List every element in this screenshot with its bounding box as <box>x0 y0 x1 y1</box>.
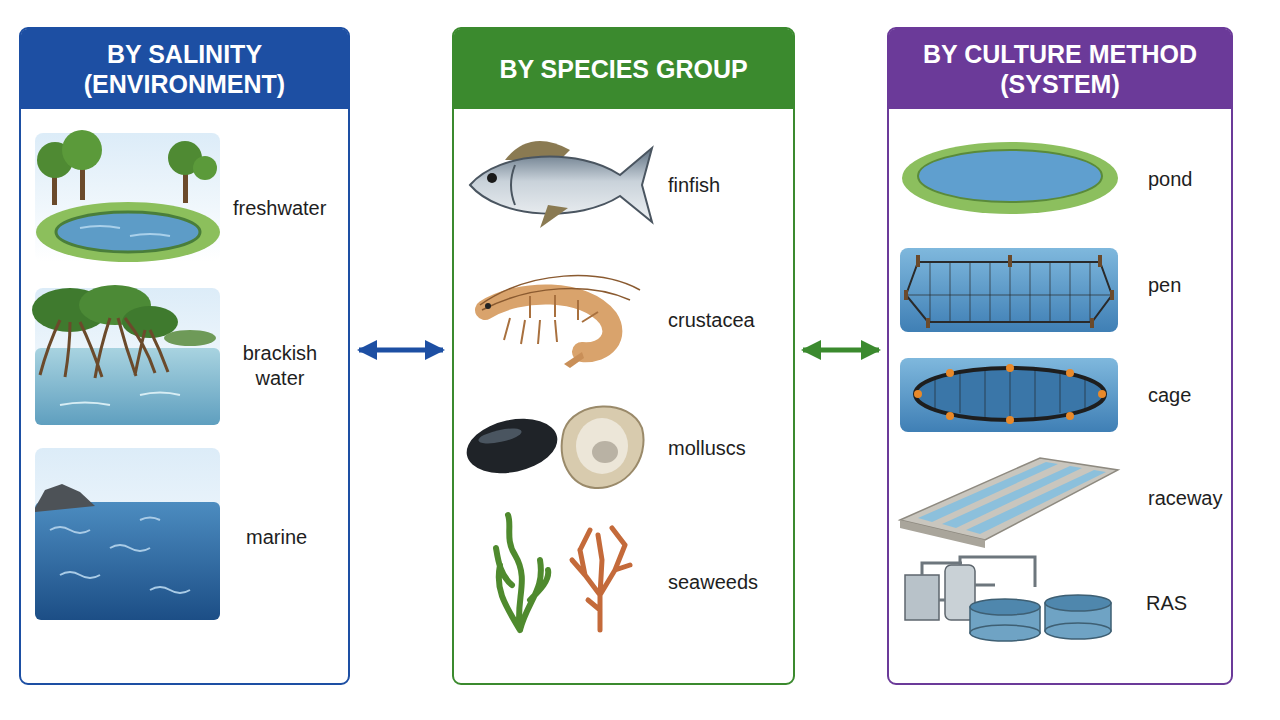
item-label: raceway <box>1148 486 1222 511</box>
marine-scene <box>35 448 220 620</box>
marine-scene <box>50 518 190 594</box>
freshwater-scene <box>193 156 217 180</box>
item-label: cage <box>1148 383 1191 408</box>
double-arrow <box>359 348 443 353</box>
panel-heading: BY SALINITY (ENVIRONMENT) <box>21 29 348 109</box>
raceway-figure <box>966 470 1106 534</box>
ras-figure <box>1045 595 1111 611</box>
mussel-oyster-figure <box>462 411 563 481</box>
cage-figure <box>1006 416 1014 424</box>
shrimp-figure <box>480 276 640 368</box>
mussel-oyster-figure <box>562 406 644 488</box>
cage-figure <box>914 364 1106 424</box>
shrimp-figure <box>504 318 557 344</box>
shrimp-figure <box>564 352 584 368</box>
shrimp-figure <box>480 276 640 310</box>
ras-figure <box>922 557 1035 600</box>
brackish-scene <box>40 318 168 378</box>
raceway-figure <box>942 466 1082 528</box>
pond-figure <box>918 150 1102 202</box>
panel-heading: BY CULTURE METHOD (SYSTEM) <box>889 29 1231 109</box>
freshwater-scene <box>80 226 170 236</box>
mussel-oyster-figure <box>477 426 523 447</box>
pen-figure <box>930 262 1090 322</box>
cage-figure <box>1006 364 1014 372</box>
item-label: seaweeds <box>668 570 758 595</box>
cage-figure <box>946 412 954 420</box>
freshwater-scene <box>36 202 220 262</box>
ras-figure <box>970 599 1040 615</box>
item-label: finfish <box>668 173 720 198</box>
marine-scene <box>35 484 95 512</box>
seaweed-figure <box>496 515 630 630</box>
item-label: pond <box>1148 167 1193 192</box>
pen-figure <box>900 248 1118 332</box>
item-label: molluscs <box>668 436 746 461</box>
fish-figure <box>511 165 515 205</box>
item-label: crustacea <box>668 308 755 333</box>
shrimp-figure <box>530 295 598 322</box>
cage-figure <box>900 358 1118 432</box>
item-label: marine <box>246 525 307 550</box>
marine-scene <box>35 502 220 620</box>
pen-figure <box>906 262 1112 322</box>
fish-figure <box>540 205 568 228</box>
pen-figure <box>906 255 1112 328</box>
brackish-scene <box>35 348 220 425</box>
cage-figure <box>915 368 1105 420</box>
mussel-oyster-figure <box>592 441 618 463</box>
seaweed-figure <box>496 515 548 630</box>
brackish-scene <box>32 285 220 425</box>
mussel-oyster-figure <box>462 406 644 488</box>
raceway-figure <box>900 520 985 548</box>
freshwater-scene <box>62 130 102 170</box>
ras-figure <box>905 557 1111 641</box>
cage-figure <box>1098 390 1106 398</box>
pen-figure <box>906 295 1112 296</box>
cage-figure <box>1066 369 1074 377</box>
fish-figure <box>470 141 652 228</box>
pen-figure <box>900 248 1118 332</box>
panel-heading: BY SPECIES GROUP <box>454 29 793 109</box>
item-label: RAS <box>1146 591 1187 616</box>
item-label: freshwater <box>233 196 326 221</box>
category-panel: BY CULTURE METHOD (SYSTEM) <box>887 27 1233 685</box>
ras-figure <box>1045 623 1111 639</box>
cage-figure <box>1066 412 1074 420</box>
marine-scene <box>35 448 220 620</box>
mussel-oyster-figure <box>576 418 628 474</box>
brackish-scene <box>60 393 180 406</box>
double-arrow <box>803 348 879 353</box>
cage-figure <box>946 369 954 377</box>
item-label: pen <box>1148 273 1181 298</box>
shrimp-figure <box>485 294 612 352</box>
seaweed-figure <box>572 528 630 630</box>
ras-figure <box>905 575 939 620</box>
cage-figure <box>935 368 1085 420</box>
pond-figure <box>902 142 1118 214</box>
brackish-scene <box>164 330 216 346</box>
freshwater-scene <box>56 212 200 252</box>
fish-figure <box>487 173 497 183</box>
item-label: brackish water <box>232 341 328 391</box>
freshwater-scene <box>35 130 220 262</box>
raceway-figure <box>918 462 1058 522</box>
shrimp-figure <box>485 303 491 309</box>
raceway-figure <box>900 458 1118 548</box>
cage-figure <box>914 390 922 398</box>
ras-figure <box>970 625 1040 641</box>
cage-figure <box>900 358 1118 432</box>
pond-figure <box>902 142 1118 214</box>
